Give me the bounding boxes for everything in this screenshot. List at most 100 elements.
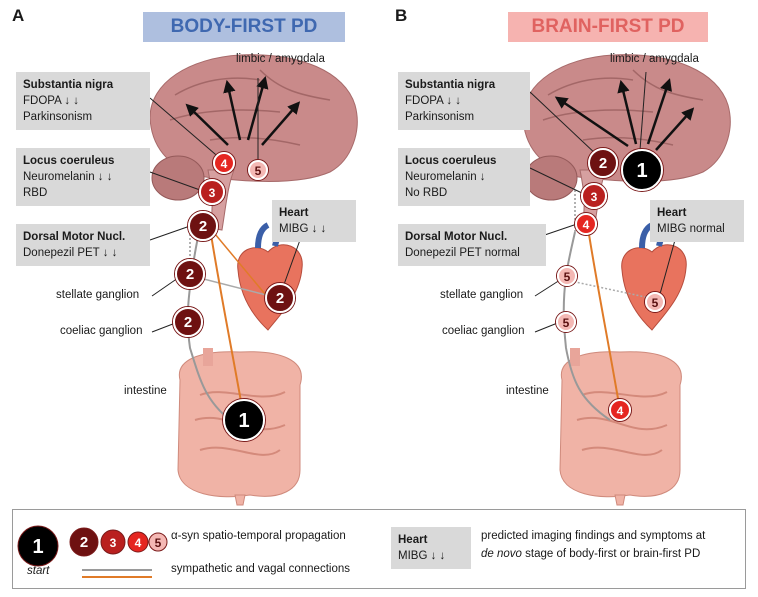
node-number: 3 [209, 186, 216, 200]
box-line: Parkinsonism [23, 111, 93, 123]
node-a-sn: 4 [212, 151, 236, 175]
node-ring [198, 178, 226, 206]
label-coeliac-b: coeliac ganglion [442, 325, 525, 337]
node-ring [247, 159, 269, 181]
node-circle [199, 179, 225, 205]
cerebellum-a [151, 155, 205, 201]
node-a-lc: 3 [198, 178, 226, 206]
label-coeliac-a: coeliac ganglion [60, 325, 143, 337]
node-ring [620, 148, 664, 192]
node-a-dmn: 2 [187, 210, 219, 242]
label-stellate-b: stellate ganglion [440, 289, 524, 301]
legend-start-label: start [27, 565, 50, 577]
box-line: MIBG normal [657, 223, 725, 235]
node-b-intestine: 4 [608, 398, 632, 422]
node-number: 4 [583, 218, 590, 232]
box-line: Neuromelanin ↓ ↓ [23, 171, 113, 183]
label-limbic-a: limbic / amygdala [236, 53, 325, 65]
panel-letter-a: A [12, 6, 25, 25]
node-b-amyg: 1 [620, 148, 664, 192]
label-stellate-a: stellate ganglion [56, 289, 140, 301]
panel-b-anatomy [522, 54, 731, 506]
node-ring [555, 311, 577, 333]
box-line: MIBG ↓ ↓ [279, 223, 327, 235]
node-circle [645, 292, 665, 312]
legend-node-number: 5 [155, 536, 162, 550]
node-a-amyg: 5 [247, 159, 269, 181]
node-number: 1 [636, 160, 647, 182]
node-number: 2 [184, 314, 192, 331]
node-circle [265, 283, 295, 313]
legend-node-number: 2 [80, 534, 88, 551]
node-number: 4 [221, 157, 228, 171]
node-ring [644, 291, 666, 313]
node-number: 4 [617, 404, 624, 418]
box-dorsal-motor-a: Dorsal Motor Nucl. Donepezil PET ↓ ↓ [16, 224, 150, 266]
box-dorsal-motor-b: Dorsal Motor Nucl. Donepezil PET normal [398, 224, 546, 266]
heart-b [621, 244, 687, 331]
label-intestine-b: intestine [506, 385, 549, 397]
panel-title-body-first: BODY-FIRST PD [143, 12, 345, 42]
node-circle [609, 399, 631, 421]
legend-node-2: 2 [69, 527, 99, 557]
box-title: Heart [657, 207, 687, 219]
node-ring [264, 282, 296, 314]
node-ring [608, 398, 632, 422]
box-line: Donepezil PET ↓ ↓ [23, 247, 118, 259]
node-circle [188, 211, 218, 241]
box-locus-coeruleus-a: Locus coeruleus Neuromelanin ↓ ↓ RBD [16, 148, 150, 206]
box-title: Locus coeruleus [23, 155, 115, 167]
box-title: Heart [398, 534, 428, 546]
node-number: 5 [255, 164, 262, 178]
node-b-lc: 3 [580, 182, 608, 210]
box-heart-b: Heart MIBG normal [650, 200, 744, 242]
node-b-coeliac: 5 [555, 311, 577, 333]
brain-b [522, 54, 731, 182]
panel-title-brain-first: BRAIN-FIRST PD [508, 12, 708, 42]
node-number: 2 [199, 218, 207, 235]
box-title: Substantia nigra [405, 79, 496, 91]
node-circle [173, 307, 203, 337]
box-title: Locus coeruleus [405, 155, 497, 167]
node-circle [223, 399, 265, 441]
legend-node-circle [17, 525, 59, 567]
node-a-stellate: 2 [174, 258, 206, 290]
node-b-sn: 2 [587, 147, 619, 179]
legend-node-circle [127, 531, 149, 553]
legend-prediction-rest: stage of body-first or brain-first PD [521, 548, 701, 560]
legend-node-circle [69, 527, 99, 557]
box-line: FDOPA ↓ ↓ [23, 95, 80, 107]
legend-node-circle [148, 532, 168, 552]
box-line: MIBG ↓ ↓ [398, 550, 446, 562]
box-line: RBD [23, 187, 48, 199]
legend-node-circle [100, 529, 126, 555]
box-line: Donepezil PET normal [405, 247, 520, 259]
node-ring [587, 147, 619, 179]
node-number: 2 [599, 155, 607, 172]
legend-node-5: 5 [148, 532, 168, 552]
node-number: 1 [238, 410, 249, 432]
node-number: 5 [564, 270, 571, 284]
node-a-coeliac: 2 [172, 306, 204, 338]
box-heart-a: Heart MIBG ↓ ↓ [272, 200, 356, 242]
node-a-intestine: 1 [222, 398, 266, 442]
node-circle [213, 152, 235, 174]
node-circle [248, 160, 268, 180]
node-circle [588, 148, 618, 178]
legend-node-1: 1 [17, 525, 59, 567]
legend-node-3: 3 [100, 529, 126, 555]
legend-node-number: 3 [110, 536, 117, 550]
node-circle [621, 149, 663, 191]
node-ring [174, 258, 206, 290]
node-b-heart: 5 [644, 291, 666, 313]
legend-de-novo: de novo [481, 548, 522, 560]
node-circle [581, 183, 607, 209]
node-number: 3 [591, 190, 598, 204]
node-circle [575, 213, 597, 235]
box-line: No RBD [405, 187, 448, 199]
node-number: 2 [186, 266, 194, 283]
node-number: 5 [563, 316, 570, 330]
